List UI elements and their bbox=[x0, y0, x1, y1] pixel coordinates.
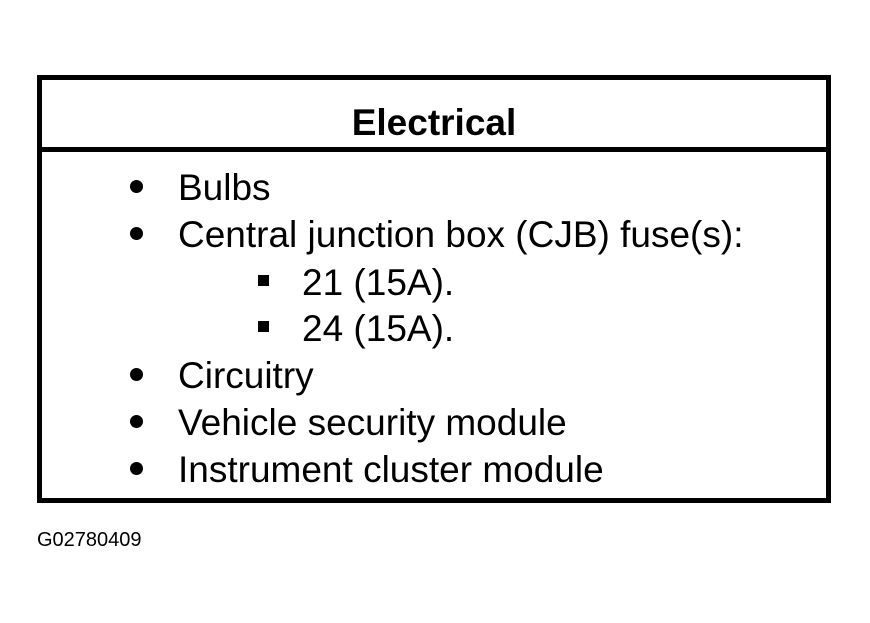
list-item-bulbs: Bulbs bbox=[178, 167, 271, 208]
list-item-instrument-cluster-module: Instrument cluster module bbox=[178, 449, 604, 490]
bullet-icon bbox=[130, 415, 143, 428]
figure-id: G02780409 bbox=[37, 529, 142, 551]
list-subitem-fuse-24: 24 (15A). bbox=[302, 308, 455, 349]
bullet-icon bbox=[130, 227, 143, 240]
list-item-vehicle-security-module: Vehicle security module bbox=[178, 402, 567, 443]
list-subitem-fuse-21: 21 (15A). bbox=[302, 262, 455, 303]
square-bullet-icon bbox=[258, 321, 269, 332]
table-header: Electrical bbox=[42, 80, 826, 152]
bullet-icon bbox=[130, 462, 143, 475]
square-bullet-icon bbox=[258, 275, 269, 286]
list-item-circuitry: Circuitry bbox=[178, 355, 314, 396]
bullet-icon bbox=[130, 180, 143, 193]
component-table: Electrical bbox=[37, 75, 831, 503]
table-header-title: Electrical bbox=[351, 102, 517, 143]
list-item-cjb-fuses: Central junction box (CJB) fuse(s): bbox=[178, 214, 744, 255]
bullet-icon bbox=[130, 368, 143, 381]
